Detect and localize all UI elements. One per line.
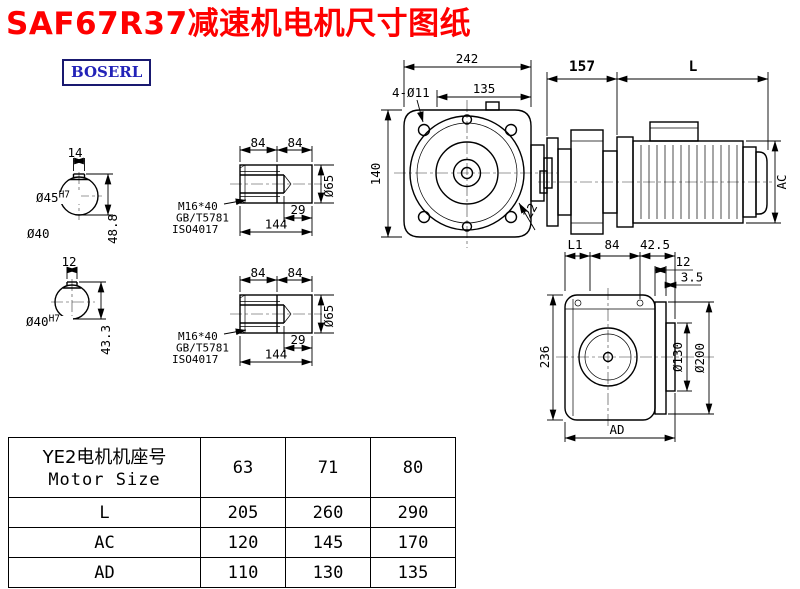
cell-AD-3: 135	[370, 557, 456, 588]
dim-keyway-depth-top: 48.8	[105, 214, 120, 244]
dim-back-mid: 84	[604, 237, 619, 252]
dim-bore-bottom-d: Ø40	[26, 314, 49, 329]
bolt-hole	[504, 210, 518, 224]
cell-AD-1: 110	[200, 557, 286, 588]
bolt-hole	[417, 123, 431, 137]
dim-front-height: 140	[368, 163, 383, 186]
dim-side-gearbox-length: 157	[569, 59, 595, 75]
dim-bore-top-tol: H7	[59, 190, 70, 201]
cell-AC-2: 145	[285, 527, 371, 558]
dim-back-flange-outer: Ø200	[692, 343, 707, 373]
dim-shaft-thread-top: 29	[290, 202, 305, 217]
view-shaft-side-top: 84 84 29 144 Ø65 M16*40 GB/T5781 ISO4017	[172, 135, 336, 236]
view-gearbox-front: 242 135 4-Ø11 140 22	[368, 51, 557, 248]
gearbox-housing-outline	[403, 109, 532, 238]
dim-shaft-total-top: 144	[265, 217, 288, 232]
bolt-hole	[504, 123, 518, 137]
label-std-iso-bottom: ISO4017	[172, 353, 218, 366]
cell-L-1: 205	[200, 497, 286, 528]
flange-circle-outer	[409, 115, 525, 231]
dim-bore-bottom: Ø40H7	[26, 314, 60, 330]
cell-AC-1: 120	[200, 527, 286, 558]
technical-drawing: 14 Ø45H7 48.8 Ø40 12 Ø40H7	[24, 51, 789, 442]
label-bolt-bottom: M16*40	[178, 330, 218, 343]
dim-bore-top: Ø45H7	[36, 190, 70, 206]
label-bolt-holes: 4-Ø11	[392, 85, 430, 100]
motor-size-table: YE2电机机座号 Motor Size 63 71 80 L 205 260 2…	[8, 437, 456, 588]
boserl-logo: BOSERL	[62, 59, 152, 86]
hub-circle	[435, 141, 499, 205]
terminal-box	[649, 121, 699, 142]
dim-back-step2: 3.5	[681, 270, 704, 285]
table-header-size-1: 63	[200, 437, 286, 498]
cell-L-2: 260	[285, 497, 371, 528]
label-std-gb-bottom: GB/T5781	[176, 342, 229, 355]
motor-fins	[640, 145, 738, 219]
shaft-body-bottom	[239, 294, 313, 334]
cell-AD-2: 130	[285, 557, 371, 588]
cell-L-3: 290	[370, 497, 456, 528]
dim-back-l1: L1	[567, 237, 582, 252]
vent-plug	[485, 101, 500, 111]
dim-bore-bottom-tol: H7	[49, 314, 60, 325]
view-motor-side: 157 L AC	[538, 59, 789, 235]
bolt-hole	[417, 210, 431, 224]
shaft-bore-circle	[452, 158, 482, 188]
shaft-body-top	[239, 164, 313, 204]
dim-shaft-len1-top: 84	[250, 135, 265, 150]
back-flange-outer	[654, 301, 667, 415]
row-label-AD: AD	[8, 557, 201, 588]
back-bore-circle	[578, 327, 638, 387]
dim-shaft-len2-top: 84	[287, 135, 302, 150]
dim-shaft-thread-bottom: 29	[290, 332, 305, 347]
dim-shaft-dia-top: Ø65	[321, 175, 336, 198]
dim-shaft-dia-bottom: Ø65	[321, 305, 336, 328]
dim-shaft-len1-bottom: 84	[250, 265, 265, 280]
dim-front-inner-width: 135	[473, 81, 496, 96]
label-bolt-top: M16*40	[178, 200, 218, 213]
dim-keyway-width-top: 14	[67, 145, 82, 160]
dim-back-end: 42.5	[640, 237, 670, 252]
back-flange-inner	[665, 322, 676, 392]
table-header-row: YE2电机机座号 Motor Size 63 71 80	[8, 437, 456, 498]
page-title: SAF67R37减速机电机尺寸图纸	[6, 6, 472, 42]
view-gearbox-back: L1 84 42.5 12 3.5 236 Ø130 Ø200	[537, 237, 714, 442]
table-header-size-3: 80	[370, 437, 456, 498]
row-label-AC: AC	[8, 527, 201, 558]
view-shaft-section-bottom: 12 Ø40H7 43.3	[24, 254, 113, 355]
dim-shaft-len2-bottom: 84	[287, 265, 302, 280]
cell-AC-3: 170	[370, 527, 456, 558]
dim-back-height: 236	[537, 346, 552, 369]
table-header-label-cn: YE2电机机座号	[42, 446, 167, 468]
table-header-label-cell: YE2电机机座号 Motor Size	[8, 437, 201, 498]
table-header-label-en: Motor Size	[48, 469, 161, 490]
dim-back-depth: AD	[609, 422, 624, 437]
dim-outer-dia-top: Ø40	[27, 226, 50, 241]
dim-side-motor-length: L	[689, 59, 698, 75]
dim-side-motor-height: AC	[774, 174, 789, 189]
dim-keyway-width-bottom: 12	[61, 254, 76, 269]
dim-bore-top-d: Ø45	[36, 190, 59, 205]
table-header-size-2: 71	[285, 437, 371, 498]
label-std-gb-top: GB/T5781	[176, 212, 229, 225]
dim-keyway-depth-bottom: 43.3	[98, 325, 113, 355]
label-std-iso-top: ISO4017	[172, 223, 218, 236]
row-label-L: L	[8, 497, 201, 528]
view-shaft-side-bottom: 84 84 29 144 Ø65 M16*40 GB/T5781 ISO4017	[172, 265, 336, 366]
dim-front-width: 242	[456, 51, 479, 66]
table-row-L: L 205 260 290	[8, 497, 456, 528]
dim-front-offset: 22	[520, 200, 541, 221]
logo-text: BOSERL	[71, 63, 143, 81]
dim-back-step1: 12	[675, 254, 690, 269]
table-row-AC: AC 120 145 170	[8, 527, 456, 558]
view-shaft-section-top: 14 Ø45H7 48.8 Ø40	[27, 145, 120, 244]
table-row-AD: AD 110 130 135	[8, 557, 456, 588]
dim-back-flange-inner: Ø130	[670, 342, 685, 372]
dim-shaft-total-bottom: 144	[265, 347, 288, 362]
